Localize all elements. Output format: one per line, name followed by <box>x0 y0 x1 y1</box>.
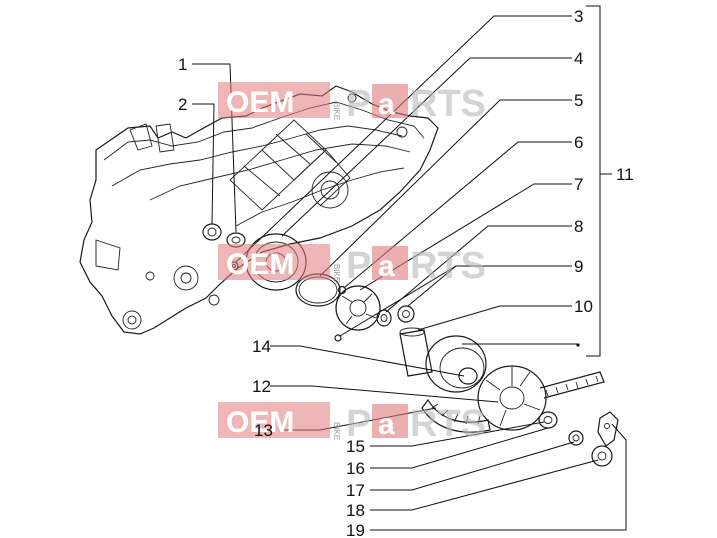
part-2-bearing <box>202 223 222 241</box>
part-17-washer <box>568 430 584 446</box>
part-14-variator-pulley <box>425 335 487 393</box>
svg-text:BIKE: BIKE <box>332 102 341 120</box>
label-11: 11 <box>616 165 634 184</box>
label-2: 2 <box>178 95 187 114</box>
label-18: 18 <box>346 501 365 520</box>
label-12: 12 <box>252 377 271 396</box>
svg-text:OEM: OEM <box>226 86 294 119</box>
svg-text:a: a <box>378 408 395 441</box>
label-15: 15 <box>346 437 365 456</box>
label-5: 5 <box>574 91 583 110</box>
label-7: 7 <box>574 175 583 194</box>
crankcase-housing <box>79 85 439 335</box>
part-19-bracket <box>597 411 619 447</box>
watermark-2: OEM BIKE P a RTS <box>218 244 486 287</box>
svg-text:P: P <box>346 83 371 125</box>
part-labels: 1 2 3 4 5 6 7 8 9 10 11 12 13 14 15 16 1… <box>178 7 634 538</box>
label-13: 13 <box>254 421 273 440</box>
label-8: 8 <box>574 217 583 236</box>
svg-text:RTS: RTS <box>410 403 486 445</box>
svg-text:OEM: OEM <box>226 406 294 439</box>
svg-text:OEM: OEM <box>226 248 294 281</box>
label-6: 6 <box>574 133 583 152</box>
part-16-nut <box>538 411 558 429</box>
part-10-sleeve <box>399 327 433 377</box>
svg-text:RTS: RTS <box>410 245 486 287</box>
label-14: 14 <box>252 337 271 356</box>
label-17: 17 <box>346 481 365 500</box>
svg-text:P: P <box>346 403 371 445</box>
svg-text:a: a <box>378 88 395 121</box>
svg-text:BIKE: BIKE <box>332 422 341 440</box>
svg-text:RTS: RTS <box>410 83 486 125</box>
label-10: 10 <box>574 297 593 316</box>
label-1: 1 <box>178 55 187 74</box>
watermark-3: OEM BIKE P a RTS <box>218 402 486 445</box>
part-9-bushings <box>334 305 415 342</box>
leader-lines <box>192 5 627 531</box>
svg-text:P: P <box>346 245 371 287</box>
watermark-1: OEM BIKE P a RTS <box>218 82 486 125</box>
label-16: 16 <box>346 459 365 478</box>
part-7-ramp-plate <box>335 285 381 331</box>
part-18-gear-nut <box>591 445 613 467</box>
svg-text:a: a <box>378 250 395 283</box>
label-9: 9 <box>574 257 583 276</box>
svg-text:BIKE: BIKE <box>332 264 341 282</box>
belt <box>421 371 605 433</box>
leader-dot <box>576 343 580 347</box>
label-19: 19 <box>346 521 365 538</box>
label-4: 4 <box>574 49 583 68</box>
label-3: 3 <box>574 7 583 26</box>
